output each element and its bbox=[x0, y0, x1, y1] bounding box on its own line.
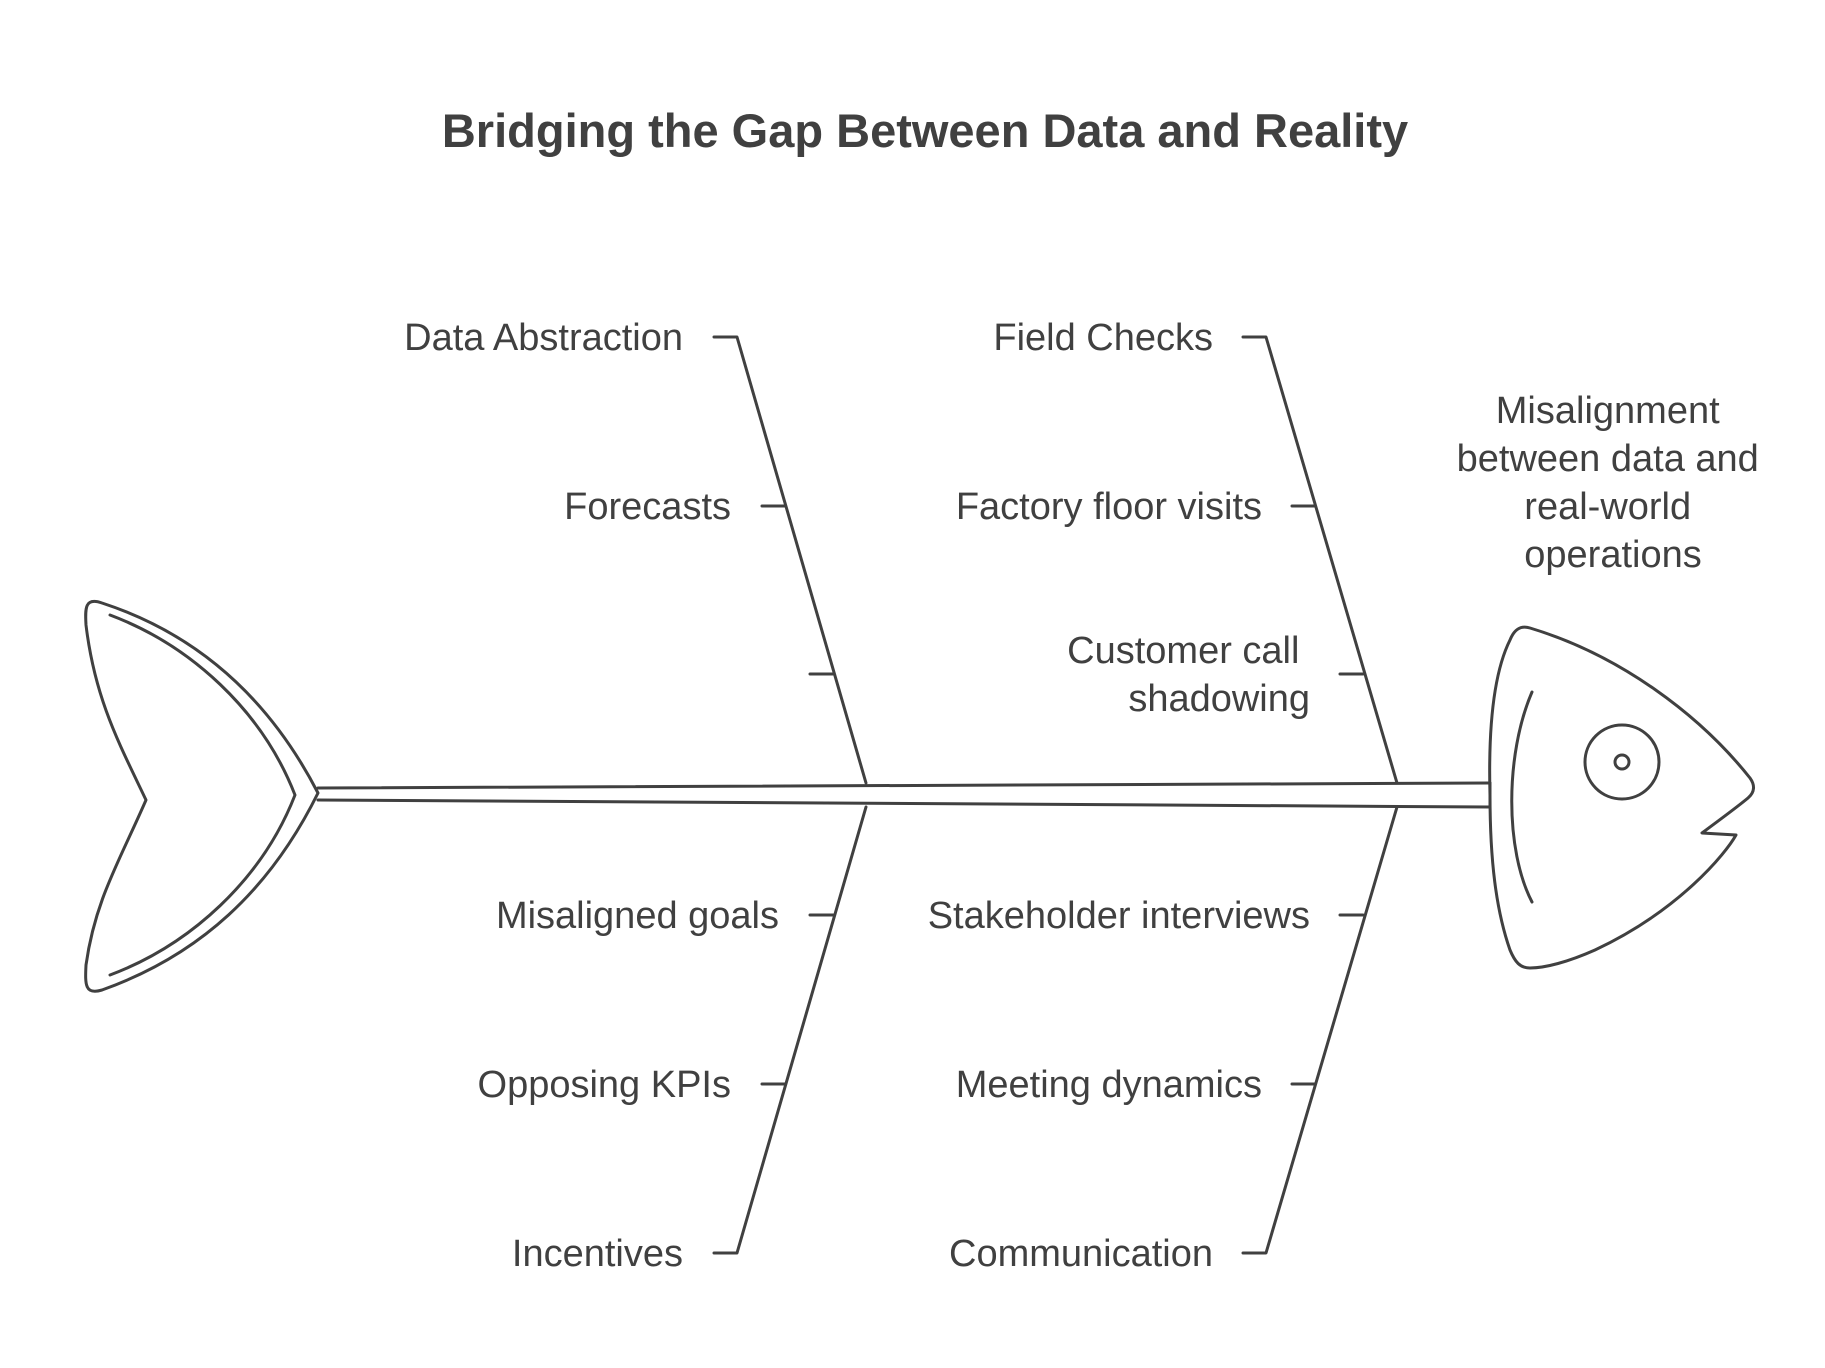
cause-label: Opposing KPIs bbox=[478, 1064, 731, 1106]
fish-pupil-icon bbox=[1613, 753, 1631, 771]
branch-incentives: Incentives Misaligned goals Opposing KPI… bbox=[478, 805, 868, 1275]
branch-title: Incentives bbox=[512, 1233, 683, 1275]
branch-data-abstraction: Data Abstraction Forecasts bbox=[404, 317, 868, 785]
branch-title: Field Checks bbox=[993, 317, 1213, 359]
cause-label: Misaligned goals bbox=[496, 895, 779, 937]
fish-head bbox=[1488, 625, 1755, 970]
cause-line: Customer call bbox=[1067, 630, 1299, 672]
cause-label: Forecasts bbox=[564, 486, 731, 528]
fish-eye-icon bbox=[1583, 723, 1661, 801]
branch-communication: Communication Stakeholder interviews Mee… bbox=[928, 805, 1399, 1275]
effect-label: Misalignment between data and real-world… bbox=[1457, 390, 1770, 576]
branch-field-checks: Field Checks Factory floor visits Custom… bbox=[956, 317, 1399, 785]
branch-title: Data Abstraction bbox=[404, 317, 683, 359]
fish-spine bbox=[316, 781, 1492, 809]
cause-label: Customer call shadowing bbox=[1067, 630, 1310, 720]
effect-line: operations bbox=[1524, 534, 1701, 576]
cause-line: shadowing bbox=[1128, 678, 1310, 720]
cause-label: Factory floor visits bbox=[956, 486, 1262, 528]
effect-line: between data and bbox=[1457, 438, 1759, 480]
cause-label: Stakeholder interviews bbox=[928, 895, 1310, 937]
effect-line: real-world bbox=[1524, 486, 1691, 528]
branch-title: Communication bbox=[949, 1233, 1213, 1275]
diagram-title: Bridging the Gap Between Data and Realit… bbox=[442, 104, 1408, 157]
effect-line: Misalignment bbox=[1496, 390, 1720, 432]
fish-tail bbox=[84, 600, 320, 993]
cause-label: Meeting dynamics bbox=[956, 1064, 1262, 1106]
